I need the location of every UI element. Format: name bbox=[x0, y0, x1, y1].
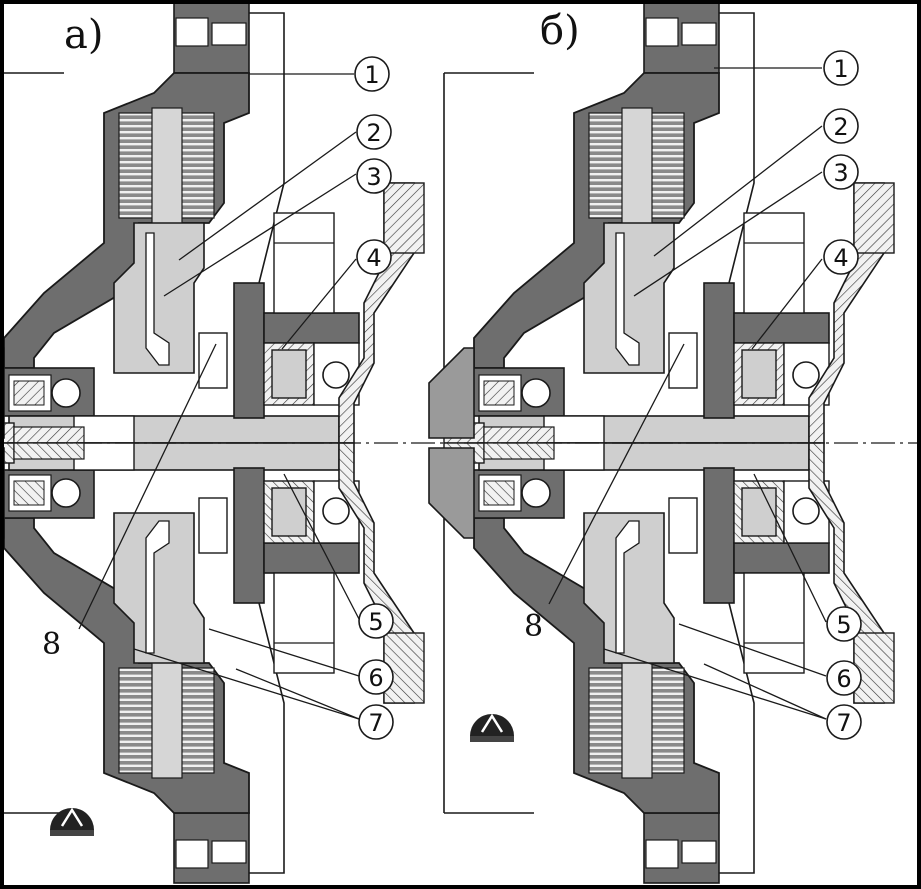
callouts-b: 1 2 3 4 5 6 7 bbox=[823, 50, 862, 740]
svg-text:6: 6 bbox=[836, 665, 851, 693]
panel-label-b: б) bbox=[540, 8, 580, 54]
label-8-a: 8 bbox=[42, 627, 61, 662]
callout-a-5: 5 bbox=[358, 603, 394, 639]
svg-text:5: 5 bbox=[836, 611, 851, 639]
svg-text:7: 7 bbox=[836, 709, 851, 737]
svg-text:5: 5 bbox=[368, 608, 383, 636]
panel-label-a: а) bbox=[64, 12, 104, 58]
svg-text:3: 3 bbox=[833, 159, 848, 187]
callout-b-2: 2 bbox=[823, 108, 859, 144]
callout-b-7: 7 bbox=[826, 704, 862, 740]
svg-text:4: 4 bbox=[833, 244, 848, 272]
leaders-a bbox=[78, 73, 360, 720]
logo-icon bbox=[470, 713, 514, 742]
svg-text:2: 2 bbox=[833, 113, 848, 141]
svg-text:3: 3 bbox=[366, 163, 381, 191]
callout-b-1: 1 bbox=[823, 50, 859, 86]
svg-text:1: 1 bbox=[364, 61, 379, 89]
callout-b-4: 4 bbox=[823, 239, 859, 275]
diagram-frame: а) б) bbox=[4, 4, 917, 885]
callout-b-5: 5 bbox=[826, 606, 862, 642]
callout-a-3: 3 bbox=[356, 158, 392, 194]
callout-a-4: 4 bbox=[356, 239, 392, 275]
svg-text:2: 2 bbox=[366, 119, 381, 147]
callout-a-2: 2 bbox=[356, 114, 392, 150]
leaders-b bbox=[548, 67, 827, 720]
callout-a-1: 1 bbox=[354, 56, 390, 92]
callout-a-7: 7 bbox=[358, 704, 394, 740]
svg-text:7: 7 bbox=[368, 709, 383, 737]
callout-b-3: 3 bbox=[823, 154, 859, 190]
callout-b-6: 6 bbox=[826, 660, 862, 696]
diagram-canvas: 1 2 3 4 5 6 7 1 2 3 4 5 6 7 8 8 bbox=[4, 4, 917, 884]
callout-a-6: 6 bbox=[358, 659, 394, 695]
svg-text:6: 6 bbox=[368, 664, 383, 692]
label-8-b: 8 bbox=[524, 609, 543, 644]
logo-icon bbox=[50, 807, 94, 836]
callouts-a: 1 2 3 4 5 6 7 bbox=[354, 56, 394, 740]
svg-text:1: 1 bbox=[833, 55, 848, 83]
svg-text:4: 4 bbox=[366, 244, 381, 272]
